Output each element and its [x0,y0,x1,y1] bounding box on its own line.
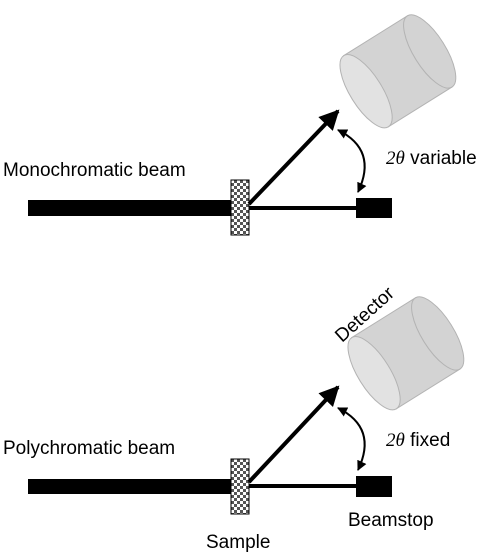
incident-beam [28,479,234,494]
beam-label: Polychromatic beam [3,438,175,459]
sample [230,179,250,236]
diffracted-beam [247,385,340,484]
detector-face [339,54,393,129]
angle-text: variable [405,148,477,169]
beam-label: Monochromatic beam [3,160,186,181]
angle-arc [337,129,367,193]
detector-face [347,336,401,411]
bottom-detector [347,296,465,411]
top-setup: Monochromatic beam 2θ variable [3,14,477,236]
bottom-setup: Polychromatic beam 2θ fixed Detector Sam… [3,283,465,553]
beamstop [356,198,392,218]
detector-back [403,14,457,89]
angle-label: 2θ fixed [386,430,450,451]
top-detector [339,14,457,129]
angle-symbol: 2θ [386,430,405,451]
detector-back [411,296,465,371]
angle-text: fixed [405,430,450,451]
sample-label: Sample [206,532,270,553]
beamstop-label: Beamstop [348,510,434,531]
incident-beam [28,200,234,216]
angle-arc [337,407,367,471]
beamstop [356,476,392,497]
angle-label: 2θ variable [386,148,477,169]
diffracted-beam [247,109,340,206]
angle-symbol: 2θ [386,148,405,169]
sample [230,458,250,515]
